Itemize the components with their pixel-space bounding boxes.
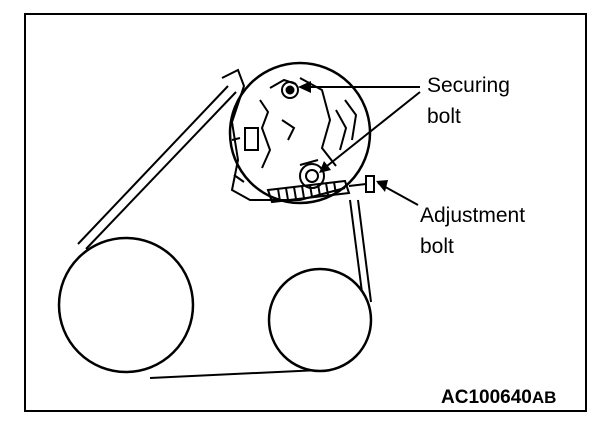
adjustment-bolt-head — [348, 175, 375, 193]
figure-code-suffix: AB — [532, 388, 557, 407]
alternator-pulley-outline — [228, 61, 372, 205]
adjustment-bolt-label: Adjustment bolt — [420, 204, 531, 258]
securing-bolt-label-line1: Securing — [427, 74, 510, 97]
figure-code-main: AC100640 — [441, 387, 532, 408]
securing-bolt-label-line2: bolt — [427, 105, 461, 128]
figure-code: AC100640AB — [441, 387, 556, 408]
drive-belt — [77, 85, 372, 379]
idler-pulley — [267, 267, 373, 373]
securing-bolt-upper — [281, 81, 299, 99]
adjustment-bolt-label-line1: Adjustment — [420, 204, 525, 227]
figure-frame — [24, 13, 587, 412]
crankshaft-pulley — [57, 236, 195, 374]
securing-bolt-lower — [299, 163, 325, 189]
securing-bolt-leaders — [300, 86, 421, 171]
adjustment-bolt-leader — [377, 182, 419, 206]
adjustment-bolt-label-line2: bolt — [420, 235, 454, 258]
securing-bolt-label: Securing bolt — [427, 74, 516, 128]
adjustment-bracket — [266, 179, 351, 204]
